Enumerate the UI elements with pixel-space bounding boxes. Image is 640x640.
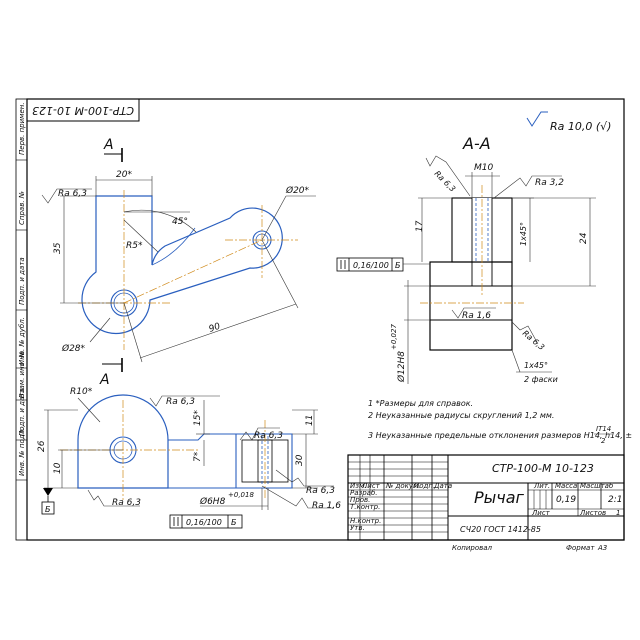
title-block: Изм. Лист № докум. Подп. Дата Разраб. Пр…: [347, 454, 625, 552]
general-roughness: Ra 10,0 (√): [526, 111, 611, 133]
title-col-mass: Масса: [555, 482, 577, 490]
footer-format-label: Формат: [566, 544, 595, 552]
roughness-left: Ra 6,3: [58, 189, 87, 199]
title-col-lit: Лит.: [533, 482, 550, 490]
note-fraction-den: 2: [601, 437, 606, 445]
note-2: 2 Неуказанные радиусы скруглений 1,2 мм.: [368, 411, 554, 420]
bore-tolerance: +0,027: [390, 324, 398, 350]
ra-bore: Ra 1,6: [462, 311, 491, 321]
ra-right: Ra 6,3: [521, 329, 546, 352]
note-fraction-num: IT14: [596, 425, 611, 433]
title-doc-code: СТР-100-М 10-123: [492, 462, 594, 475]
bottom-ra-top: Ra 6,3: [166, 397, 195, 407]
bottom-tolerance-frame: 0,16/100: [186, 518, 222, 527]
bottom-hole-dia: Ø6H8: [199, 496, 226, 507]
chamfer-count: 2 фаски: [524, 375, 558, 384]
dim-dia-lower: Ø28*: [61, 343, 86, 354]
title-material: СЧ20 ГОСТ 1412-85: [460, 525, 541, 534]
side-stamp-cell: Подп. и дата: [18, 257, 26, 305]
title-sheet-label: Лист: [531, 509, 551, 517]
bore-dia: Ø12H8: [396, 351, 407, 383]
title-part-name: Рычаг: [474, 488, 525, 507]
note-3: 3 Неуказанные предельные отклонения разм…: [368, 431, 632, 440]
rev-header-izm: Изм.: [350, 482, 366, 490]
section-tolerance-datum: Б: [395, 261, 401, 270]
dim-10: 10: [53, 462, 63, 474]
section-arrow-label-top: А: [103, 137, 114, 153]
rev-header-doc: № докум.: [385, 482, 421, 490]
dim-height: 35: [53, 242, 63, 254]
ra-top-right: Ra 3,2: [535, 178, 564, 188]
role-approved: Утв.: [350, 524, 365, 532]
rev-header-date: Дата: [433, 482, 452, 490]
side-stamp-cell: Справ. №: [18, 191, 26, 225]
dim-top-width: 20*: [116, 170, 132, 180]
section-title: А-А: [462, 134, 491, 153]
bottom-ra-bottom: Ra 6,3: [306, 486, 335, 496]
dim-thread: M10: [474, 163, 493, 173]
front-view: А А 20* Ra 6,3 35 R5*: [41, 137, 316, 388]
roughness-general-text: Ra 10,0 (√): [550, 120, 611, 133]
bottom-ra-slot: Ra 6,3: [254, 431, 283, 441]
note-1: 1 *Размеры для справок.: [368, 399, 473, 408]
side-stamp-cell: Инв. № дубл.: [18, 317, 26, 365]
rev-header-list: Лист: [361, 482, 381, 490]
dim-dia-upper: Ø20*: [285, 185, 310, 196]
bottom-datum: Б: [45, 505, 51, 514]
side-stamp-cell: Подп. и дата: [18, 388, 26, 436]
title-sheets-value: 1: [616, 509, 620, 517]
mirrored-code-box: [26, 98, 140, 122]
bottom-ra-base: Ra 6,3: [112, 498, 141, 508]
rev-header-sign: Подп.: [414, 482, 435, 490]
dim-30: 30: [295, 454, 305, 466]
bottom-tolerance-datum: Б: [231, 518, 237, 527]
title-mass-value: 0,19: [556, 495, 576, 505]
title-scale-value: 2:1: [608, 495, 622, 505]
title-sheets-label: Листов: [579, 509, 606, 517]
dim-radius: R5*: [126, 241, 143, 251]
side-stamp: Перв. примен. Справ. № Подп. и дата Инв.…: [16, 102, 27, 481]
inner-frame: [26, 98, 625, 541]
bottom-view: R10* Ra 6,3 26 10 Б 15* 7* 11 30: [37, 387, 341, 529]
role-norm-control: Н.контр.: [350, 517, 381, 525]
dim-11: 11: [305, 415, 315, 426]
footer-format-value: А3: [597, 544, 607, 552]
dim-17: 17: [415, 220, 425, 232]
side-stamp-cell: Взам. инв. №: [18, 350, 26, 398]
bottom-hole-tolerance: +0,018: [228, 491, 254, 499]
section-tolerance-frame: 0,16/100: [353, 261, 389, 270]
dim-7: 7*: [193, 451, 203, 462]
chamfer-top: 1х45°: [519, 222, 528, 246]
role-checked: Пров.: [350, 496, 370, 504]
role-developed: Разраб.: [350, 489, 378, 497]
role-tech-control: Т.контр.: [350, 503, 380, 511]
dim-15: 15*: [193, 410, 203, 426]
side-stamp-cell: Перв. примен.: [18, 102, 26, 155]
mirrored-code: СТР-100-М 10-123: [32, 104, 134, 117]
dim-24: 24: [579, 232, 589, 244]
dim-26: 26: [37, 440, 47, 452]
section-arrow-label-bottom: А: [99, 372, 110, 388]
dim-angle: 45°: [172, 217, 188, 227]
bottom-radius: R10*: [70, 387, 93, 397]
side-stamp-cell: Инв. № подл.: [18, 428, 26, 476]
section-view: А-А M10 Ra 6,3 Ra 3: [336, 134, 596, 384]
dim-length: 90: [208, 322, 222, 335]
footer-copied: Копировал: [452, 544, 493, 552]
technical-notes: 1 *Размеры для справок. 2 Неуказанные ра…: [368, 399, 632, 445]
chamfer-bottom: 1х45°: [524, 361, 548, 370]
title-col-scale: Масштаб: [580, 482, 614, 490]
bottom-ra-hole: Ra 1,6: [312, 501, 341, 511]
